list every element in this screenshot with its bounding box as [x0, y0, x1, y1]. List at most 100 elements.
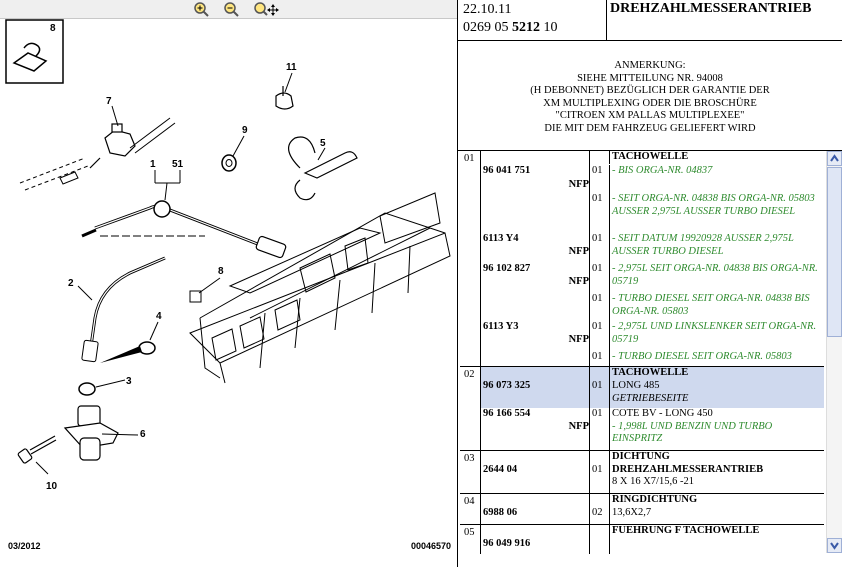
quantity: 01	[589, 165, 610, 193]
note-box: ANMERKUNG: SIEHE MITTEILUNG NR. 94008 (H…	[458, 40, 842, 151]
note-line: XM MULTIPLEXING ODER DIE BROSCHÜRE	[543, 97, 757, 109]
part-number[interactable]: 6113 Y3	[483, 321, 519, 332]
part-remark: - SEIT ORGA-NR. 04838 BIS ORGA-NR. 05803…	[609, 193, 824, 233]
callout-label: 9	[242, 125, 248, 136]
item-number: 02	[464, 369, 475, 380]
callout-label: 10	[46, 481, 58, 492]
part-title: RINGDICHTUNG	[612, 494, 698, 505]
callout-label: 8	[218, 266, 224, 277]
callout-label: 5	[320, 138, 326, 149]
quantity: 01	[589, 193, 610, 233]
scroll-up-button[interactable]	[827, 151, 842, 166]
callout-label: 8	[50, 23, 56, 34]
part-number[interactable]: 6988 06	[483, 507, 518, 518]
quantity: 01	[589, 263, 610, 293]
part-title: TACHOWELLE	[609, 151, 824, 164]
part-remark: - TURBO DIESEL SEIT ORGA-NR. 05803	[609, 351, 824, 366]
zoom-out-icon[interactable]	[222, 1, 240, 17]
diagram-date: 03/2012	[8, 541, 41, 551]
chevron-down-icon	[830, 542, 839, 550]
part-remark: - TURBO DIESEL SEIT ORGA-NR. 04838 BIS O…	[609, 293, 824, 321]
page-title: DREHZAHLMESSERANTRIEB	[610, 1, 812, 16]
quantity: 01	[589, 351, 610, 366]
part-title: TACHOWELLE	[609, 367, 824, 380]
note-line: ANMERKUNG:	[614, 60, 686, 71]
part-remark: LONG 485 GETRIEBESEITE	[609, 380, 824, 408]
parts-scrollbar[interactable]	[826, 151, 842, 553]
part-number[interactable]: 96 041 751	[483, 165, 531, 176]
catalog-prefix: 0269 05	[463, 20, 512, 35]
callout-label: 1	[150, 159, 156, 170]
callout-label: 4	[156, 311, 162, 322]
quantity: 02	[589, 494, 610, 524]
part-remark: RINGDICHTUNG 13,6X2,7	[609, 494, 824, 524]
part-remark: - 2,975L SEIT ORGA-NR. 04838 BIS ORGA-NR…	[609, 263, 824, 293]
item-number: 03	[464, 453, 475, 464]
part-remark: - BIS ORGA-NR. 04837	[609, 165, 824, 193]
part-spec: 8 X 16 X7/15,6 -21	[612, 476, 694, 487]
part-remark: DICHTUNG DREHZAHLMESSERANTRIEB 8 X 16 X7…	[609, 451, 824, 493]
callout-label: 6	[140, 429, 146, 440]
zoom-in-icon[interactable]	[192, 1, 210, 17]
item-number: 05	[464, 527, 475, 538]
part-spec: LONG 485	[612, 380, 660, 391]
diagram-toolbar	[0, 0, 457, 19]
header-date: 22.10.11	[463, 2, 512, 17]
part-remark: FUEHRUNG F TACHOWELLE	[609, 525, 824, 554]
item-number: 01	[464, 153, 475, 164]
part-number[interactable]: 2644 04	[483, 464, 518, 475]
part-remark: COTE BV - LONG 450 - 1,998L UND BENZIN U…	[609, 408, 824, 450]
callout-label: 2	[68, 278, 74, 289]
callout-label: 7	[106, 96, 112, 107]
part-number[interactable]: 96 166 554	[483, 408, 531, 419]
parts-list[interactable]: 01 TACHOWELLE 96 041 751 NFP 01 - BIS OR…	[460, 151, 824, 554]
part-spec: 13,6X2,7	[612, 506, 652, 518]
callout-label: 11	[286, 62, 297, 73]
inset-frame	[5, 19, 64, 84]
chevron-up-icon	[830, 154, 839, 162]
quantity: 01	[589, 233, 610, 263]
nfp-flag: NFP	[568, 246, 589, 257]
part-title: FUEHRUNG F TACHOWELLE	[612, 525, 760, 536]
quantity: 01	[589, 451, 610, 493]
part-number[interactable]: 96 073 325	[483, 380, 531, 391]
parts-group[interactable]: 05 96 049 916 FUEHRUNG F TACHOWELLE	[460, 525, 824, 554]
part-remark-green: - 1,998L UND BENZIN UND TURBO EINSPRITZ	[612, 420, 773, 445]
quantity: 01	[589, 293, 610, 321]
parts-panel: 22.10.11 0269 05 5212 10 DREHZAHLMESSERA…	[458, 0, 842, 567]
note-line: DIE MIT DEM FAHRZEUG GELIEFERT WIRD	[544, 122, 756, 134]
note-line: (H DEBONNET) BEZÜGLICH DER GARANTIE DER	[530, 85, 770, 97]
exploded-parts-diagram: 8 11 7 9 5 1 51 8 2 4 3 6 10	[5, 19, 451, 492]
part-position: GETRIEBESEITE	[612, 392, 689, 404]
part-remark: - SEIT DATUM 19920928 AUSSER 2,975L AUSS…	[609, 233, 824, 263]
diagram-panel: 8 11 7 9 5 1 51 8 2 4 3 6 10 03/2012 000…	[0, 0, 458, 567]
scrollbar-thumb[interactable]	[827, 167, 842, 337]
callout-label: 3	[126, 376, 132, 387]
quantity: 01	[589, 408, 610, 450]
selected-row[interactable]: TACHOWELLE 96 073 325 01 LONG 485 GETRIE…	[481, 367, 824, 408]
parts-group[interactable]: 04 6988 06 02 RINGDICHTUNG 13,6X2,7	[460, 494, 824, 525]
scroll-down-button[interactable]	[827, 538, 842, 553]
nfp-flag: NFP	[568, 421, 589, 432]
nfp-flag: NFP	[568, 179, 589, 190]
part-number[interactable]: 6113 Y4	[483, 233, 519, 244]
zoom-pan-icon[interactable]	[252, 1, 280, 17]
nfp-flag: NFP	[568, 276, 589, 287]
catalog-bold: 5212	[512, 20, 540, 35]
parts-header: 22.10.11 0269 05 5212 10 DREHZAHLMESSERA…	[458, 0, 842, 41]
parts-group[interactable]: 01 TACHOWELLE 96 041 751 NFP 01 - BIS OR…	[460, 151, 824, 367]
part-number[interactable]: 96 102 827	[483, 263, 531, 274]
part-number[interactable]: 96 049 916	[483, 538, 531, 549]
part-spec: COTE BV - LONG 450	[612, 408, 713, 419]
parts-group[interactable]: 03 2644 04 01 DICHTUNG DREHZAHLMESSERANT…	[460, 451, 824, 494]
nfp-flag: NFP	[568, 334, 589, 345]
part-title: DICHTUNG DREHZAHLMESSERANTRIEB	[612, 451, 764, 475]
callout-label: 51	[172, 159, 184, 170]
quantity: 01	[589, 321, 610, 351]
catalog-suffix: 10	[540, 20, 558, 35]
part-remark: - 2,975L UND LINKSLENKER SEIT ORGA-NR. 0…	[609, 321, 824, 351]
parts-group[interactable]: 02 TACHOWELLE 96 073 325 01 LONG 485 GET…	[460, 367, 824, 451]
catalog-number: 0269 05 5212 10	[463, 20, 558, 36]
note-line: SIEHE MITTEILUNG NR. 94008	[577, 72, 723, 84]
header-meta: 22.10.11 0269 05 5212 10	[458, 0, 607, 40]
